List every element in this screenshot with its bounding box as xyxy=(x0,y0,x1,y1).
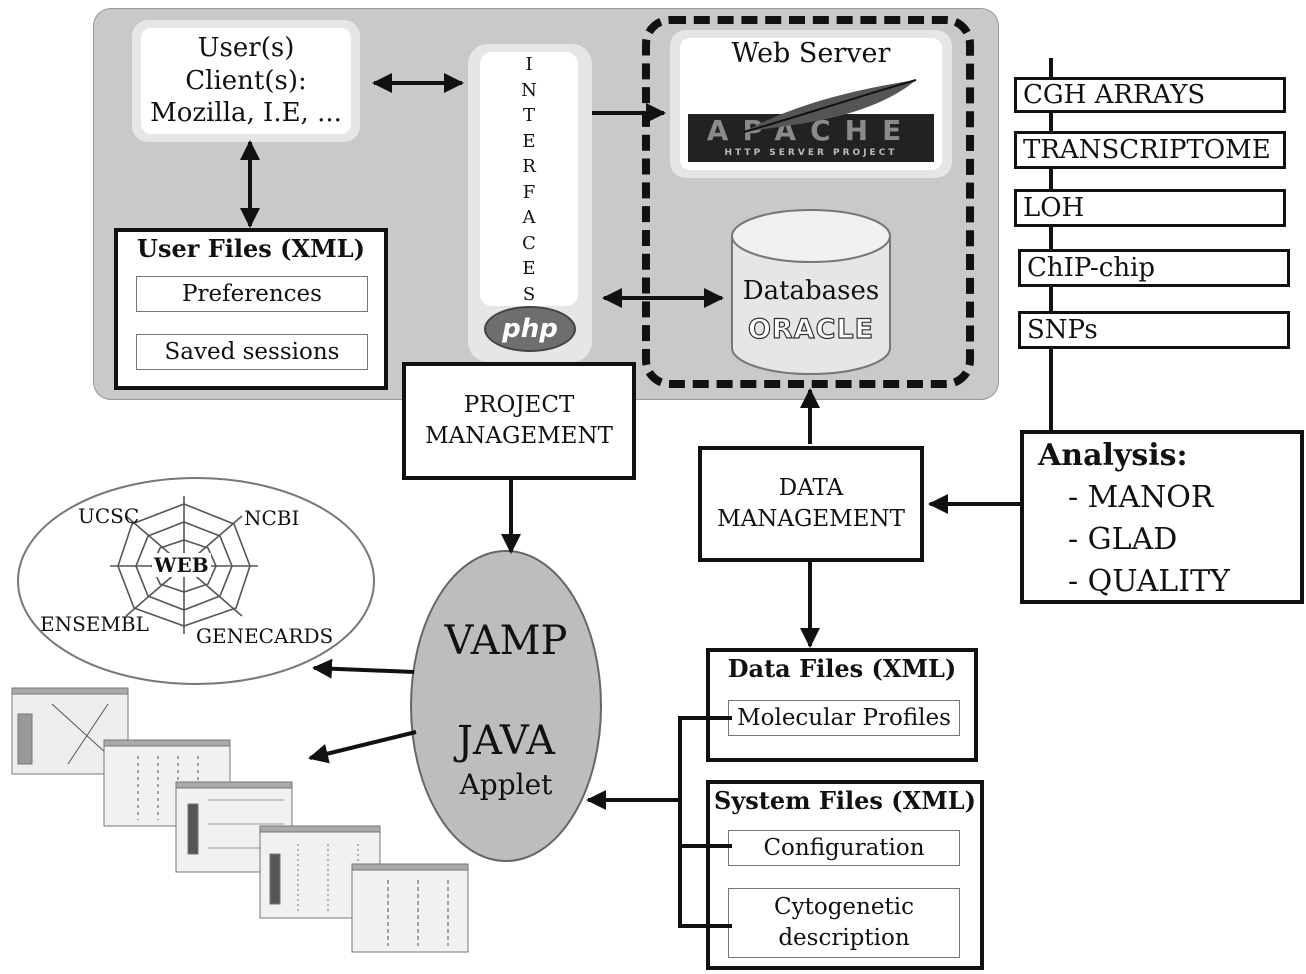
cytogenetic-description-item: Cytogenetic description xyxy=(728,888,960,958)
saved-sessions-item: Saved sessions xyxy=(136,334,368,370)
data-management-line-1: DATA xyxy=(778,474,844,501)
client-line-1: User(s) xyxy=(197,33,295,64)
analysis-item-glad: - GLAD xyxy=(1068,522,1178,557)
cytogenetic-line-1: Cytogenetic xyxy=(774,893,914,920)
web-server-inner: Web Server APACHE HTTP SERVER PROJECT xyxy=(680,38,942,170)
web-site-ensembl: ENSEMBL xyxy=(40,612,149,636)
web-center-label: WEB xyxy=(152,553,211,577)
dataset-snps: SNPs xyxy=(1018,311,1290,349)
web-ellipse xyxy=(17,477,375,685)
interfaces-letter: I xyxy=(525,54,533,75)
interfaces-letter: T xyxy=(522,105,535,126)
client-line-3: Mozilla, I.E, ... xyxy=(150,98,342,129)
interfaces-letter: C xyxy=(522,232,536,254)
interfaces-letter: S xyxy=(522,283,536,305)
client-line-2: Client(s): xyxy=(185,65,307,96)
dataset-cgh-arrays: CGH ARRAYS xyxy=(1014,77,1286,113)
data-files-title: Data Files (XML) xyxy=(727,654,957,683)
user-files-title: User Files (XML) xyxy=(137,234,365,263)
cytogenetic-line-2: description xyxy=(778,925,910,951)
oracle-logo: ORACLE xyxy=(747,313,875,345)
screenshot-thumb xyxy=(351,863,469,953)
vamp-applet: Applet xyxy=(459,768,553,801)
system-files-title: System Files (XML) xyxy=(713,786,977,815)
client-inner: User(s) Client(s): Mozilla, I.E, ... xyxy=(141,28,351,134)
interfaces-letter: R xyxy=(522,156,536,177)
vamp-java: JAVA xyxy=(457,718,555,764)
analysis-box: Analysis: - MANOR - GLAD - QUALITY xyxy=(1020,430,1304,604)
interfaces-column: I N T E R F A C E S xyxy=(480,52,578,306)
project-management-line-2: MANAGEMENT xyxy=(425,423,613,449)
data-management-line-2: MANAGEMENT xyxy=(717,506,905,532)
project-management-box: PROJECT MANAGEMENT xyxy=(402,362,636,480)
server-dashed-boundary xyxy=(642,16,974,388)
project-management-line-1: PROJECT xyxy=(463,391,575,418)
database-cylinder xyxy=(731,209,891,375)
data-files-box: Data Files (XML) Molecular Profiles xyxy=(706,648,978,762)
preferences-item: Preferences xyxy=(136,276,368,312)
interfaces-letter: E xyxy=(522,130,536,152)
molecular-profiles-item: Molecular Profiles xyxy=(728,700,960,736)
web-site-genecards: GENECARDS xyxy=(196,624,334,648)
analysis-item-manor: - MANOR xyxy=(1068,480,1214,515)
interfaces-letter: A xyxy=(522,207,536,228)
configuration-item: Configuration xyxy=(728,830,960,866)
interfaces-letter: N xyxy=(521,79,537,101)
analysis-item-quality: - QUALITY xyxy=(1068,564,1230,599)
dataset-chip-chip: ChIP-chip xyxy=(1018,249,1290,287)
database-label: Databases xyxy=(742,276,880,306)
data-management-box: DATA MANAGEMENT xyxy=(698,446,924,562)
web-server-label: Web Server xyxy=(731,38,891,69)
dataset-transcriptome: TRANSCRIPTOME xyxy=(1014,131,1286,169)
vamp-title: VAMP xyxy=(444,618,568,664)
analysis-title: Analysis: xyxy=(1038,438,1188,473)
web-site-ncbi: NCBI xyxy=(244,506,300,530)
dataset-spine xyxy=(1049,58,1053,434)
user-files-box: User Files (XML) Preferences Saved sessi… xyxy=(114,228,388,390)
dataset-loh: LOH xyxy=(1014,189,1286,227)
interfaces-letter: E xyxy=(522,258,536,279)
client-card: User(s) Client(s): Mozilla, I.E, ... xyxy=(132,20,360,142)
system-files-box: System Files (XML) Configuration Cytogen… xyxy=(706,780,984,970)
web-site-ucsc: UCSC xyxy=(78,504,140,528)
interfaces-letter: F xyxy=(522,181,536,203)
applet-screenshots-thumbnails xyxy=(11,687,469,953)
apache-feather-icon xyxy=(743,79,917,133)
php-logo: php xyxy=(484,306,576,352)
apache-logo-subtext: HTTP SERVER PROJECT xyxy=(724,148,898,158)
